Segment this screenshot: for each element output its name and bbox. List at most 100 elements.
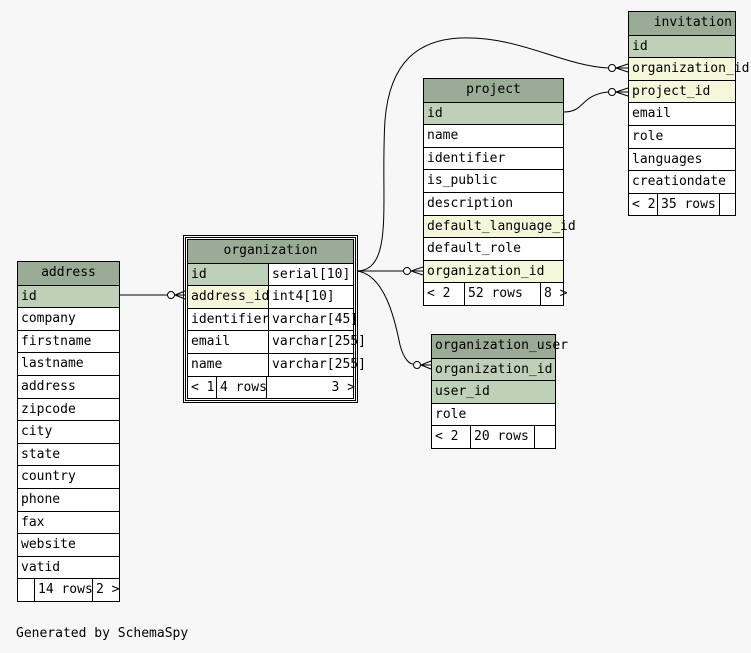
column-row[interactable]: fax — [18, 510, 119, 534]
column-row[interactable]: phone — [18, 487, 119, 511]
column-row[interactable]: project_id — [629, 79, 735, 103]
prev-page-link[interactable]: < 1 — [191, 379, 215, 395]
edge-organization-organization-user — [356, 270, 414, 365]
column-row[interactable]: is_public — [424, 169, 563, 192]
table-header[interactable]: invitation — [629, 12, 735, 35]
crowfoot-circle-project-organization — [403, 267, 411, 275]
column-name: id — [632, 38, 648, 54]
column-name: organization_id — [632, 61, 750, 77]
column-name: zipcode — [21, 401, 76, 417]
column-name: description — [427, 195, 514, 211]
column-name: id — [21, 288, 37, 304]
column-name: country — [21, 469, 76, 485]
prev-page-link[interactable] — [18, 579, 34, 601]
column-row[interactable]: lastname — [18, 352, 119, 375]
column-name: company — [21, 311, 76, 327]
column-row[interactable]: email — [629, 102, 735, 125]
column-name: fax — [21, 514, 45, 530]
column-row[interactable]: company — [18, 307, 119, 330]
column-name: lastname — [21, 356, 84, 372]
column-row[interactable]: email varchar[255] — [188, 330, 366, 353]
column-row[interactable]: identifier — [424, 146, 563, 170]
row-count: 52 rows — [464, 283, 540, 305]
table-header[interactable]: address — [18, 262, 119, 285]
column-row[interactable]: role — [629, 124, 735, 148]
next-page-link[interactable] — [534, 426, 557, 448]
column-name: creationdate — [632, 174, 726, 190]
column-row[interactable]: organization_id — [629, 57, 749, 80]
column-name: email — [632, 106, 672, 122]
table-header[interactable]: project — [424, 79, 563, 102]
column-name: address — [21, 378, 76, 394]
column-name: role — [632, 128, 664, 144]
column-row[interactable]: languages — [629, 147, 735, 171]
table-footer: < 2 20 rows — [432, 425, 555, 448]
edge-organization-invitation — [356, 37, 609, 272]
column-name: organization_id — [427, 263, 545, 279]
column-name: city — [21, 424, 53, 440]
table-address[interactable]: address id company firstname lastname addres… — [17, 261, 120, 602]
column-row[interactable]: id — [424, 101, 563, 125]
next-page-link[interactable]: 8 > — [540, 283, 567, 305]
column-type: varchar[255] — [268, 353, 366, 376]
column-name: id — [427, 105, 443, 121]
row-count: 4 rows — [216, 376, 267, 399]
column-name: identifier — [427, 150, 506, 166]
table-header[interactable]: organization_user — [432, 335, 568, 358]
edge-project-invitation — [563, 91, 609, 113]
next-page-link[interactable]: 2 > — [92, 579, 121, 601]
generated-by-footer: Generated by SchemaSpy — [16, 626, 189, 641]
column-name: phone — [21, 491, 61, 507]
column-row[interactable]: default_language_id — [424, 214, 576, 238]
next-page-link[interactable]: 3 > — [266, 376, 359, 399]
column-row[interactable]: firstname — [18, 329, 119, 353]
column-row[interactable]: default_role — [424, 237, 563, 260]
column-row[interactable]: zipcode — [18, 397, 119, 421]
crowfoot-circle-invitation-organization — [608, 64, 616, 72]
column-row[interactable]: user_id — [432, 380, 555, 403]
prev-page-link[interactable]: < 2 — [435, 429, 459, 445]
prev-page-link[interactable]: < 2 — [632, 196, 656, 212]
column-row[interactable]: organization_id — [424, 259, 563, 283]
crowfoot-circle-invitation-project — [608, 88, 616, 96]
column-name: website — [21, 537, 76, 553]
column-name: state — [21, 446, 61, 462]
column-name: name — [427, 128, 459, 144]
column-row[interactable]: country — [18, 465, 119, 488]
column-row[interactable]: name — [424, 124, 563, 147]
column-row[interactable]: organization_id — [432, 357, 555, 381]
column-row[interactable]: vatid — [18, 555, 119, 579]
column-name: role — [435, 406, 467, 422]
column-name: email — [191, 334, 231, 350]
row-count: 20 rows — [470, 426, 534, 448]
column-row[interactable]: address — [18, 374, 119, 398]
column-row[interactable]: city — [18, 420, 119, 443]
crowfoot-circle-organization-address — [167, 291, 175, 299]
column-row[interactable]: role — [432, 402, 555, 426]
column-row[interactable]: id — [18, 284, 119, 308]
column-row[interactable]: id — [629, 34, 735, 58]
column-name: identifier — [191, 311, 270, 327]
column-row[interactable]: creationdate — [629, 170, 735, 193]
column-row[interactable]: website — [18, 533, 119, 556]
column-type: varchar[45] — [268, 308, 358, 331]
column-name: default_language_id — [427, 218, 576, 234]
column-type: varchar[255] — [268, 331, 366, 353]
next-page-link[interactable] — [719, 193, 737, 216]
prev-page-link[interactable]: < 2 — [427, 286, 451, 302]
column-row[interactable]: state — [18, 442, 119, 466]
row-count: 14 rows — [34, 579, 93, 601]
table-header[interactable]: organization — [188, 240, 353, 263]
column-row[interactable]: description — [424, 191, 563, 215]
